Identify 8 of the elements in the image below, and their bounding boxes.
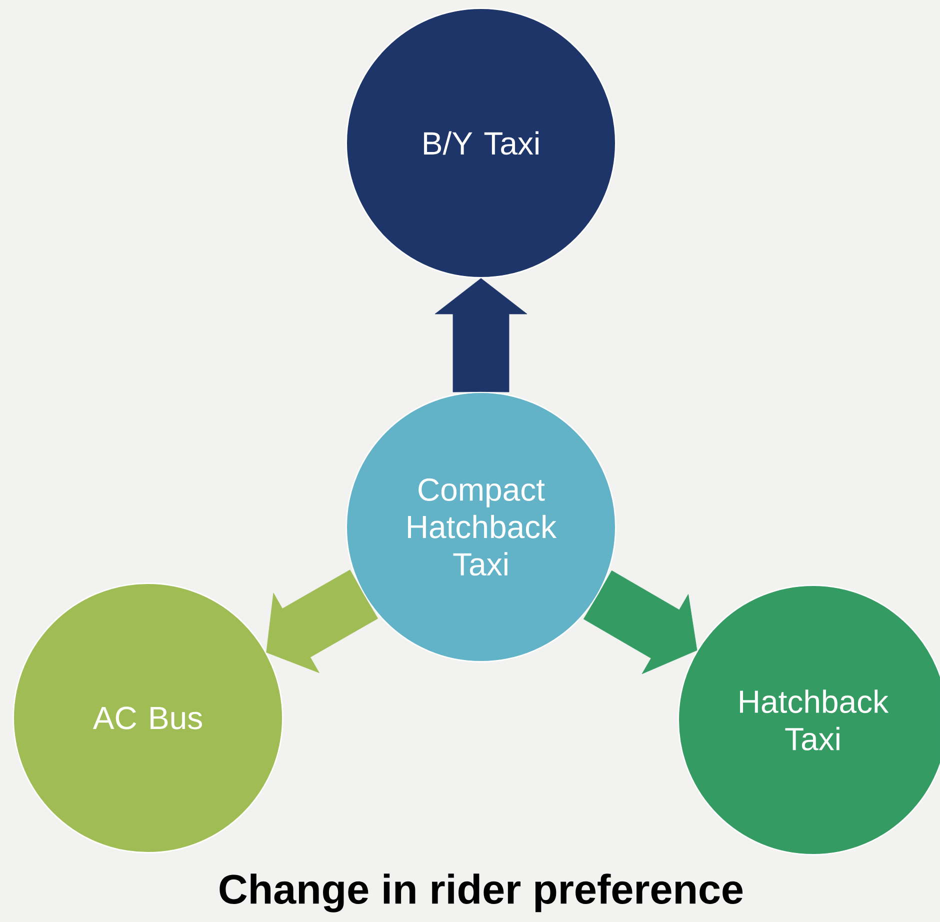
- circle-node: Hatchback Taxi: [678, 584, 940, 856]
- circle-node: Compact Hatchback Taxi: [346, 392, 616, 662]
- block-arrow: [434, 278, 528, 392]
- circle-node: B/Y Taxi: [346, 8, 616, 278]
- circle-node: AC Bus: [12, 582, 284, 854]
- caption: Change in rider preference: [220, 874, 743, 912]
- block-arrow: [266, 570, 378, 674]
- block-arrow: [583, 570, 698, 674]
